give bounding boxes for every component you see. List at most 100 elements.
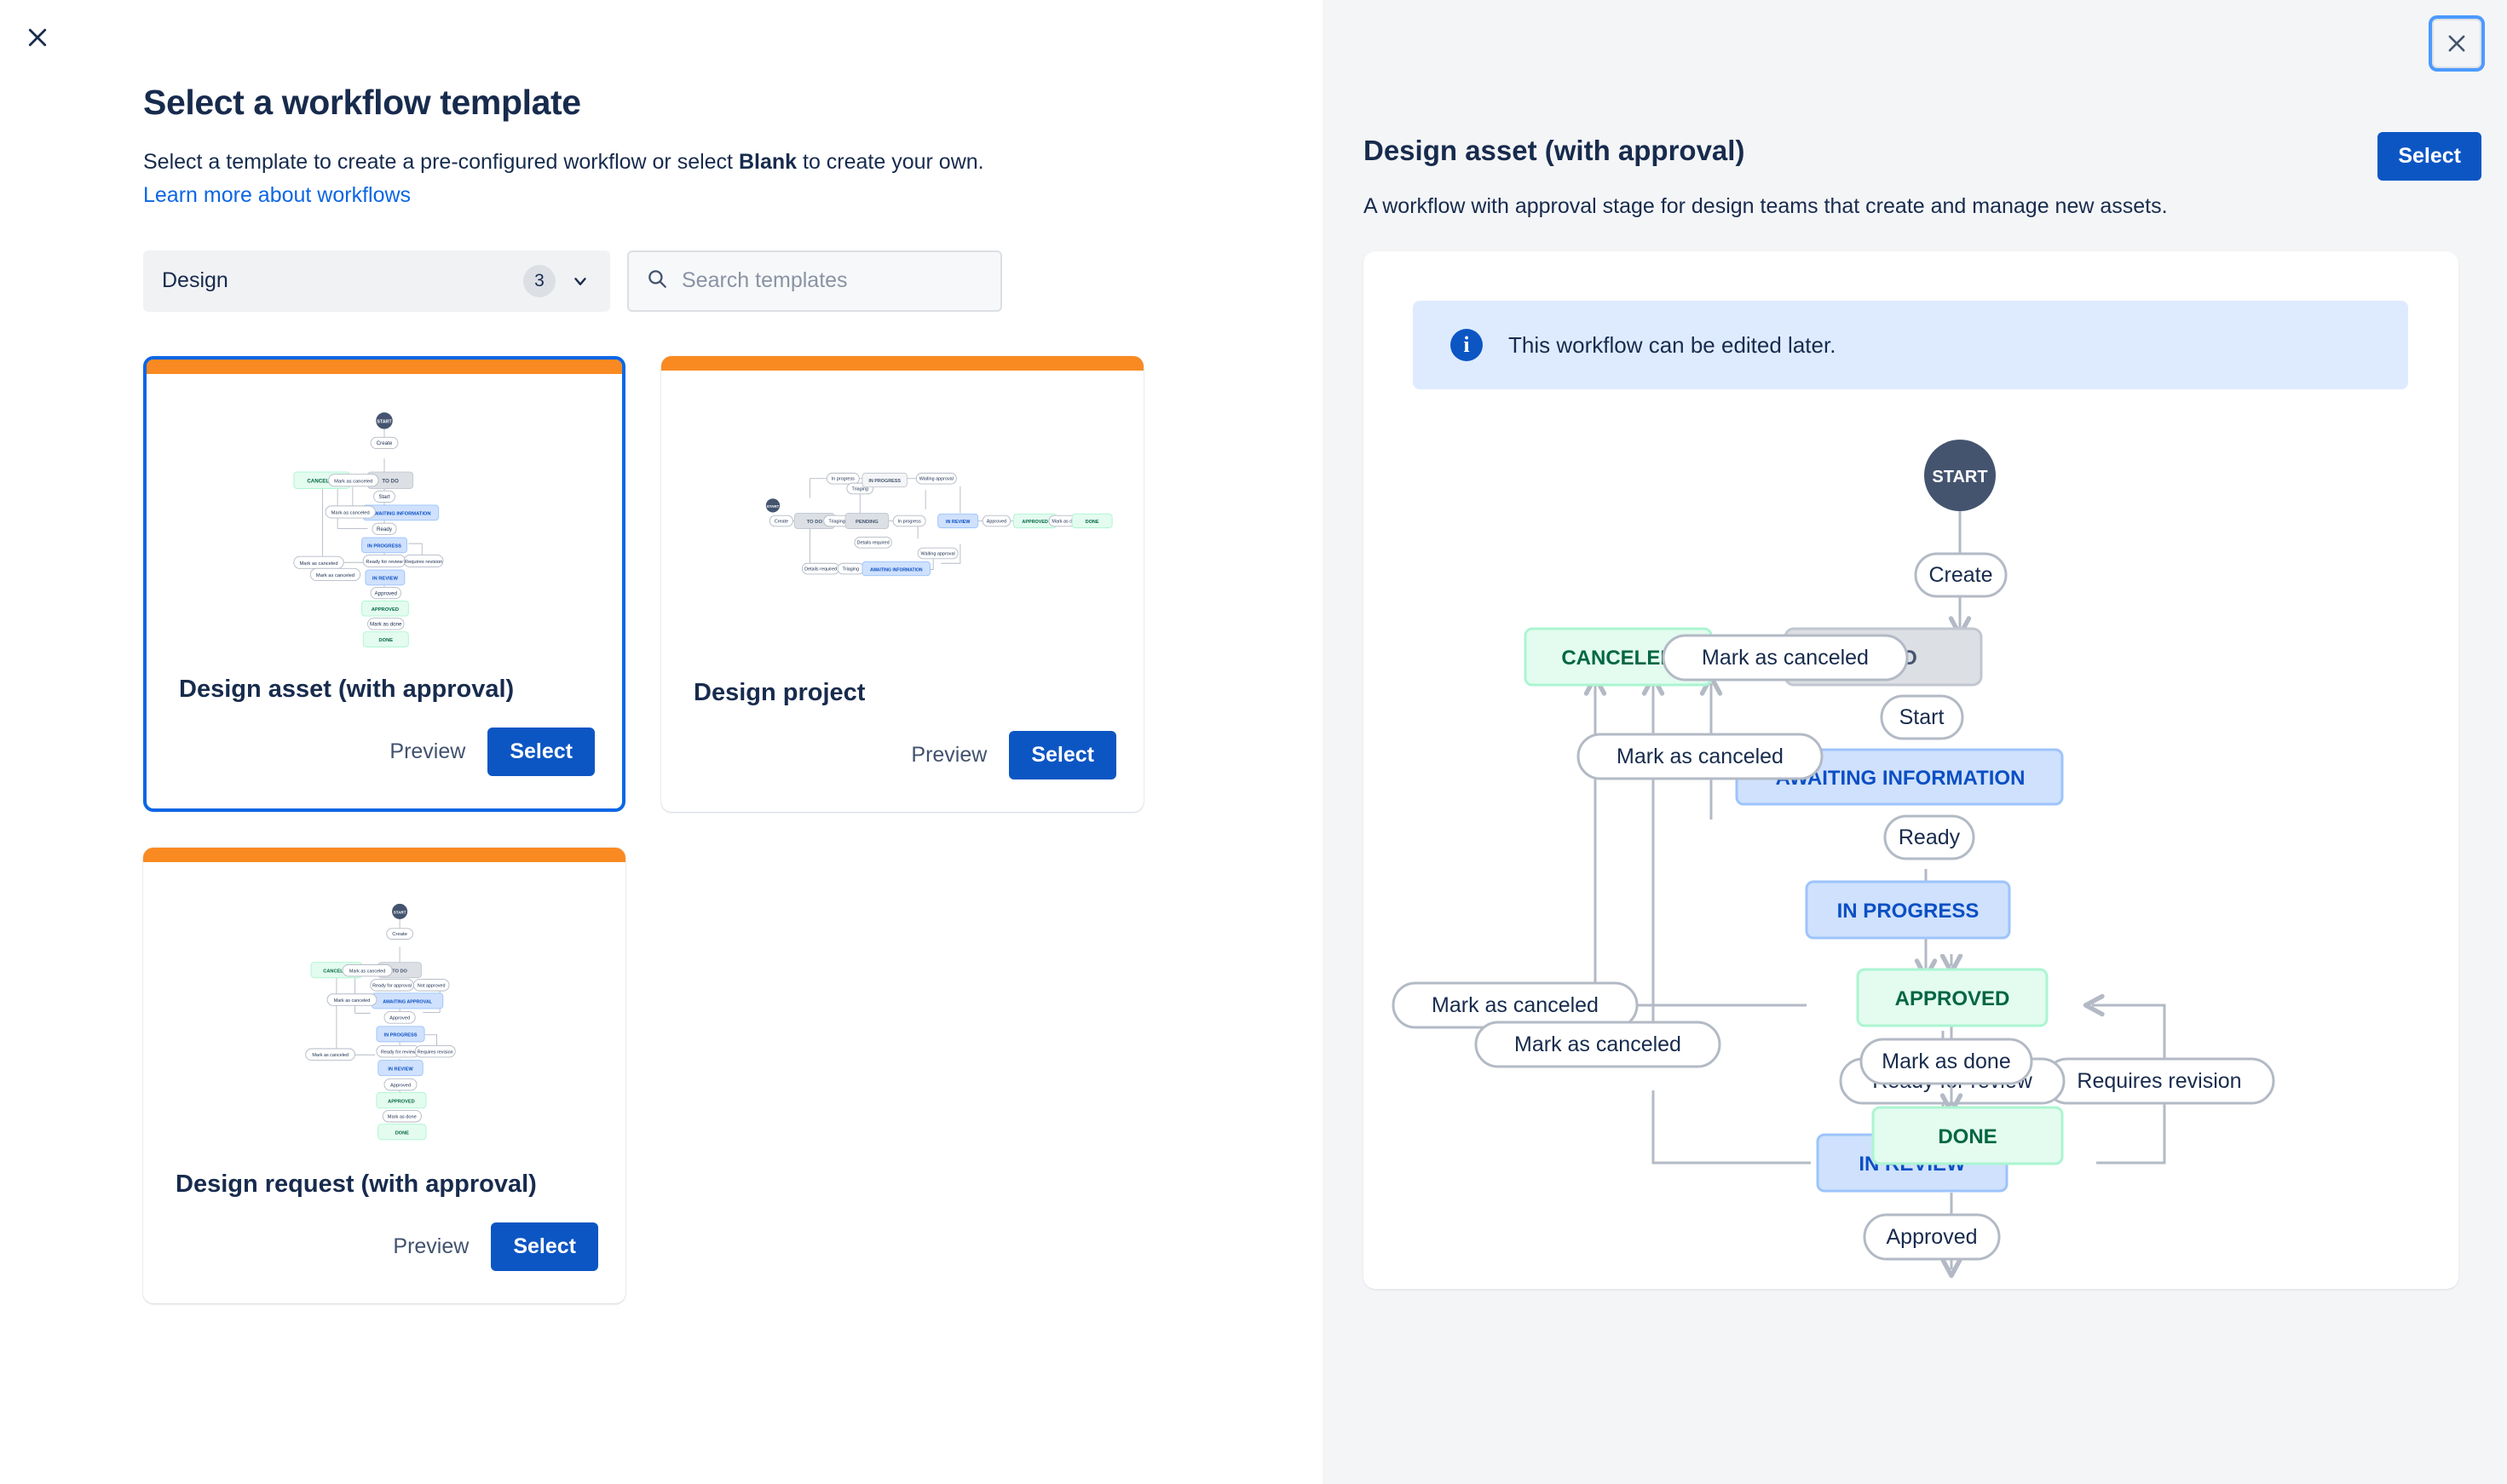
mini-workflow-diagram-project: START Create TO DO Triaging PENDING	[661, 371, 1144, 679]
preview-title: Design asset (with approval)	[1363, 135, 1745, 166]
subtitle-text-1: Select a template to create a pre-config…	[143, 150, 739, 175]
svg-text:Create: Create	[377, 440, 393, 446]
svg-text:Mark as canceled: Mark as canceled	[316, 573, 354, 578]
svg-text:Requires revision: Requires revision	[405, 560, 442, 565]
svg-text:Mark as canceled: Mark as canceled	[334, 479, 372, 484]
svg-text:Not approved: Not approved	[418, 983, 446, 988]
svg-text:Details required: Details required	[804, 567, 837, 572]
preview-diagram-card: i This workflow can be edited later.	[1363, 251, 2458, 1289]
svg-text:DONE: DONE	[1086, 520, 1099, 525]
start-node	[1924, 440, 1996, 511]
preview-description: A workflow with approval stage for desig…	[1363, 194, 2168, 218]
svg-text:Mark as done: Mark as done	[1052, 519, 1080, 524]
card-accent-stripe	[147, 359, 622, 374]
card-thumbnail: START Create TO DO Triaging PENDING	[661, 371, 1144, 679]
mini-workflow-diagram-request: START Create CANCELED TO DO Mark as canc…	[143, 862, 625, 1171]
svg-text:Create: Create	[1928, 563, 1992, 587]
svg-text:Start: Start	[378, 494, 389, 500]
svg-text:DONE: DONE	[378, 638, 393, 643]
preview-button[interactable]: Preview	[896, 733, 1002, 778]
svg-text:Ready for review: Ready for review	[366, 560, 403, 565]
template-card-design-asset[interactable]: START Create CANCELED TO DO Mark a	[143, 355, 625, 812]
svg-text:Approved: Approved	[375, 590, 398, 596]
close-preview-button[interactable]	[2432, 19, 2481, 68]
template-card-design-project[interactable]: START Create TO DO Triaging PENDING	[661, 355, 1144, 812]
svg-text:IN PROGRESS: IN PROGRESS	[384, 1032, 418, 1038]
svg-text:APPROVED: APPROVED	[1022, 520, 1048, 525]
svg-text:IN REVIEW: IN REVIEW	[388, 1067, 413, 1072]
svg-text:IN PROGRESS: IN PROGRESS	[868, 479, 901, 484]
svg-text:AWAITING INFORMATION: AWAITING INFORMATION	[870, 567, 923, 572]
svg-text:Mark as canceled: Mark as canceled	[1514, 1032, 1681, 1056]
workflow-diagram: START Create CANCELED TO DO Mark as canc…	[1363, 409, 2458, 1286]
svg-text:AWAITING INFORMATION: AWAITING INFORMATION	[371, 511, 430, 516]
svg-text:IN REVIEW: IN REVIEW	[946, 520, 971, 525]
mini-workflow-diagram-asset: START Create CANCELED TO DO Mark a	[147, 374, 622, 676]
svg-text:TO DO: TO DO	[392, 969, 407, 974]
svg-text:Ready: Ready	[377, 526, 393, 532]
learn-more-link[interactable]: Learn more about workflows	[143, 182, 412, 207]
svg-text:Mark as done: Mark as done	[370, 621, 402, 627]
template-card-grid: START Create CANCELED TO DO Mark a	[143, 355, 1174, 1303]
svg-text:Requires revision: Requires revision	[418, 1050, 453, 1055]
svg-text:Mark as canceled: Mark as canceled	[349, 969, 386, 974]
card-actions: Preview Select	[143, 1222, 625, 1303]
svg-text:TO DO: TO DO	[807, 520, 823, 525]
subtitle-blank-emphasis: Blank	[738, 150, 798, 175]
page-title: Select a workflow template	[143, 83, 581, 122]
select-button[interactable]: Select	[1009, 730, 1116, 779]
template-preview-panel: Design asset (with approval) A workflow …	[1323, 0, 2507, 1484]
svg-text:TO DO: TO DO	[382, 478, 399, 484]
svg-text:In progress: In progress	[898, 519, 921, 524]
page-subtitle: Select a template to create a pre-config…	[143, 147, 1191, 178]
select-button[interactable]: Select	[487, 727, 595, 776]
preview-button[interactable]: Preview	[377, 1224, 484, 1269]
svg-text:Approved: Approved	[390, 1083, 411, 1088]
svg-text:Mark as canceled: Mark as canceled	[1617, 745, 1784, 768]
svg-text:IN PROGRESS: IN PROGRESS	[367, 544, 401, 549]
svg-text:Triaging: Triaging	[852, 486, 868, 492]
template-card-design-request[interactable]: START Create CANCELED TO DO Mark as canc…	[143, 847, 625, 1303]
close-modal-button[interactable]	[19, 19, 56, 56]
svg-text:IN REVIEW: IN REVIEW	[1859, 1153, 1966, 1176]
svg-text:CANCELED: CANCELED	[307, 478, 337, 484]
svg-text:START: START	[767, 504, 780, 509]
svg-text:AWAITING APPROVAL: AWAITING APPROVAL	[383, 999, 433, 1004]
close-icon	[2448, 35, 2465, 52]
card-actions: Preview Select	[147, 727, 622, 808]
svg-text:Ready for review: Ready for review	[381, 1050, 416, 1055]
info-banner: i This workflow can be edited later.	[1413, 301, 2408, 389]
search-icon	[646, 267, 668, 294]
search-input[interactable]	[682, 268, 983, 294]
filter-row: Design 3	[143, 250, 1191, 312]
category-filter-label: Design	[162, 268, 228, 293]
svg-text:Mark as canceled: Mark as canceled	[299, 561, 337, 567]
svg-text:DONE: DONE	[395, 1130, 409, 1136]
svg-text:Mark as canceled: Mark as canceled	[312, 1053, 349, 1058]
svg-text:CANCELED: CANCELED	[323, 969, 349, 974]
chevron-down-icon	[571, 272, 590, 290]
close-icon	[28, 28, 47, 47]
preview-button[interactable]: Preview	[374, 729, 481, 774]
svg-text:Triaging: Triaging	[843, 567, 859, 572]
svg-text:Start: Start	[1899, 705, 1945, 729]
card-accent-stripe	[661, 355, 1144, 371]
svg-text:Waiting approval: Waiting approval	[919, 476, 954, 481]
search-templates-box[interactable]	[627, 250, 1002, 312]
svg-text:Mark as done: Mark as done	[388, 1114, 417, 1119]
svg-text:Approved: Approved	[1886, 1225, 1977, 1249]
category-filter-dropdown[interactable]: Design 3	[143, 250, 610, 312]
svg-text:APPROVED: APPROVED	[388, 1099, 414, 1104]
svg-text:Details required: Details required	[857, 540, 890, 545]
svg-text:IN REVIEW: IN REVIEW	[372, 576, 399, 581]
select-button[interactable]: Select	[491, 1222, 598, 1271]
svg-text:Create: Create	[775, 519, 788, 524]
preview-select-button[interactable]: Select	[2377, 132, 2481, 181]
info-icon: i	[1450, 329, 1483, 361]
svg-text:Create: Create	[392, 932, 407, 937]
category-filter-count: 3	[523, 264, 556, 297]
template-card-name: Design request (with approval)	[176, 1170, 537, 1198]
svg-text:Waiting approval: Waiting approval	[921, 551, 955, 556]
svg-text:Mark as canceled: Mark as canceled	[1702, 646, 1869, 670]
